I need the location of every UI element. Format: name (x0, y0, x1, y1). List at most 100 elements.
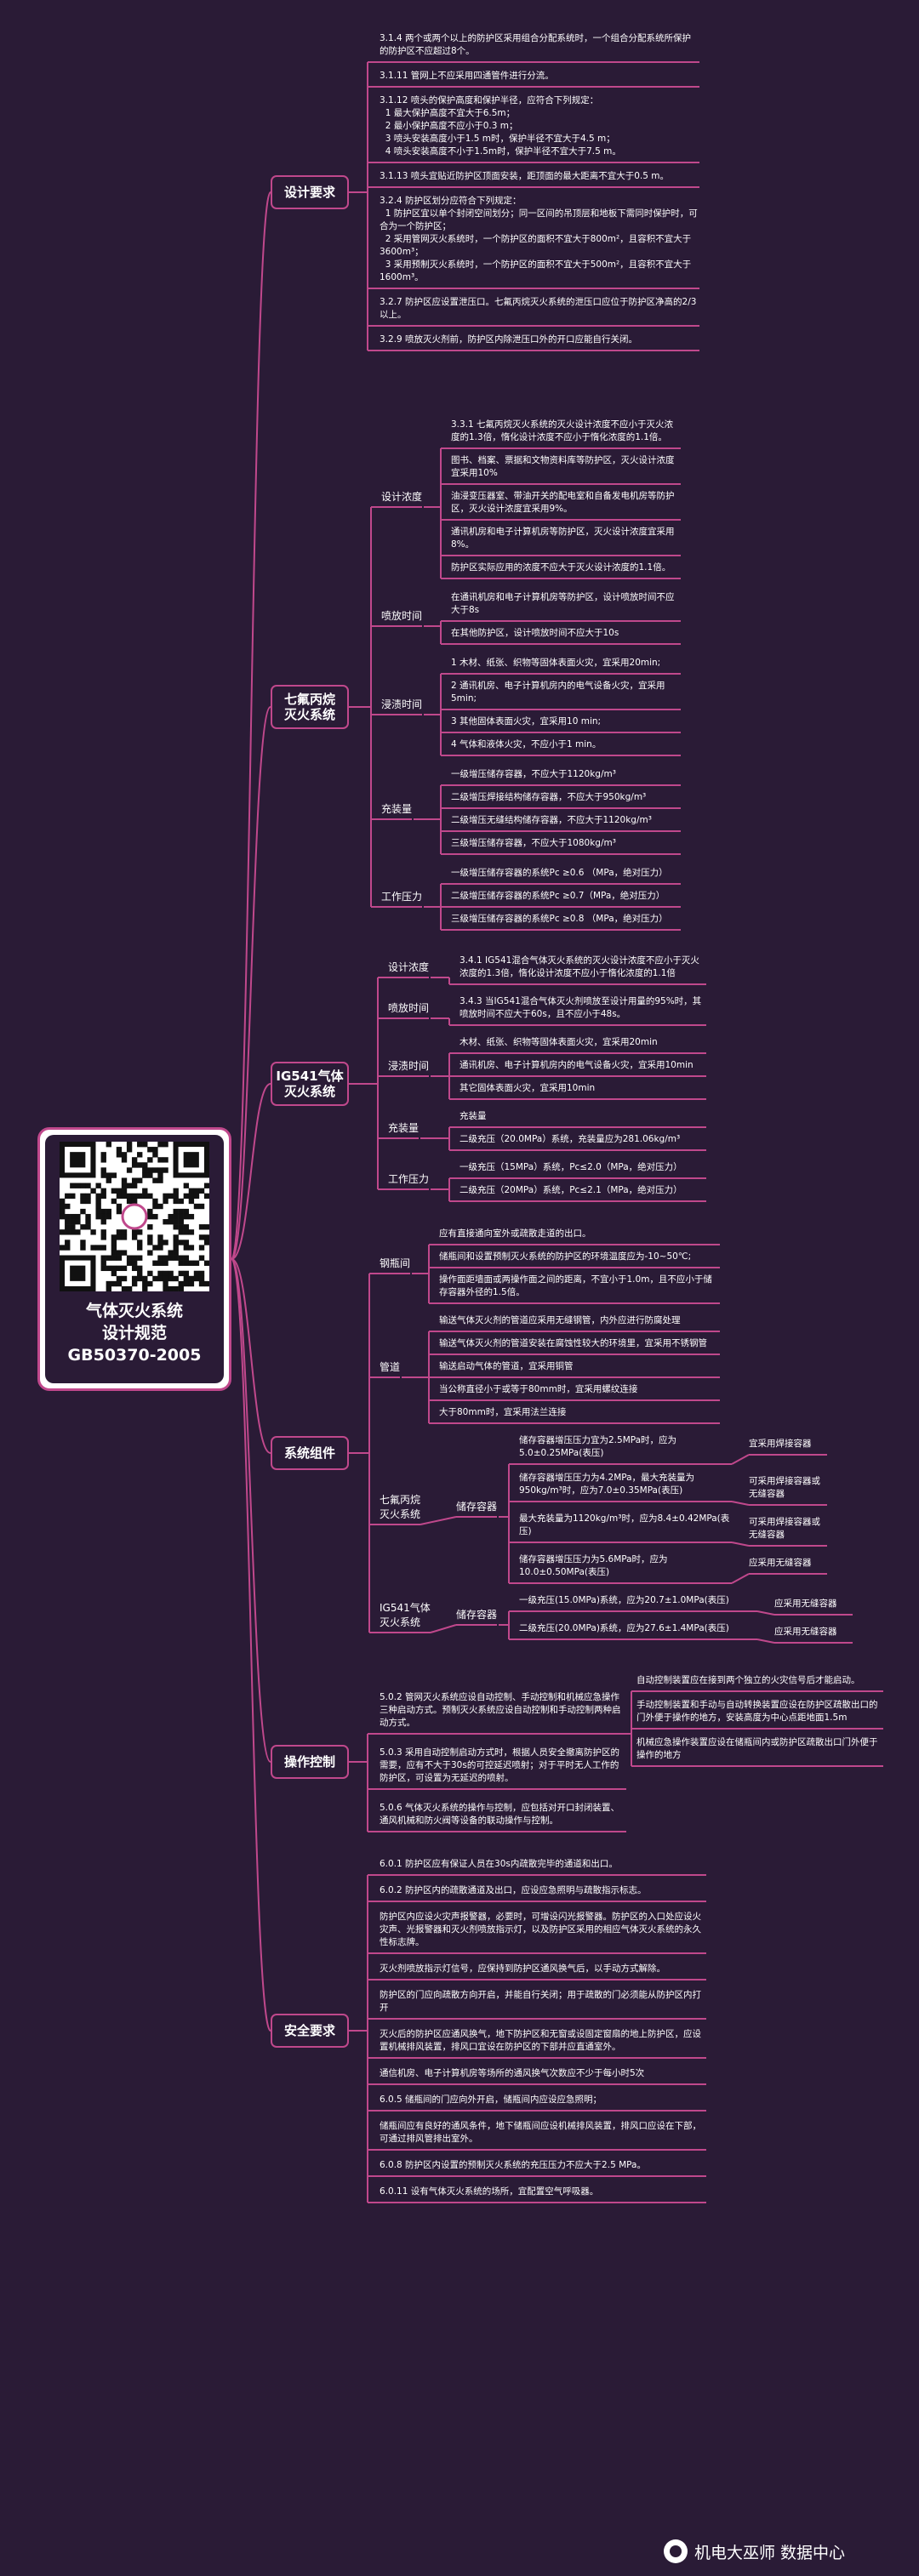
comp-hfc-note-0: 宜采用焊接容器 (749, 1438, 827, 1456)
hfc-conc-0: 3.3.1 七氟丙烷灭火系统的灭火设计浓度不应小于灭火浓度的1.3倍，惰化设计浓… (451, 419, 681, 449)
hfc-press-label: 工作压力 (381, 889, 423, 908)
comp-ig-store: 储存容器 (456, 1607, 498, 1626)
comp-pipe-1: 输送气体灭火剂的管道安装在腐蚀性较大的环境里，宜采用不锈钢管 (439, 1337, 720, 1355)
comp-hfc-label: 七氟丙烷灭火系统 (380, 1492, 421, 1525)
design-item-3: 3.1.13 喷头宜贴近防护区顶面安装，距顶面的最大距离不宜大于0.5 m。 (380, 170, 699, 188)
comp-ig-note-0: 应采用无缝容器 (774, 1598, 853, 1616)
safe-item-9: 6.0.8 防护区内设置的预制灭火系统的充压压力不应大于2.5 MPa。 (380, 2159, 706, 2177)
hfc-fill-0: 一级增压储存容器，不应大于1120kg/m³ (451, 768, 681, 786)
comp-hfc-item-2: 最大充装量为1120kg/m³时，应为8.4±0.42MPa(表压) (519, 1513, 732, 1543)
ig-fill-label: 充装量 (388, 1120, 420, 1139)
hfc-soak-1: 2 通讯机房、电子计算机房内的电气设备火灾，宜采用5min; (451, 680, 681, 710)
ctrl-item-0: 5.0.2 管网灭火系统应设自动控制、手动控制和机械应急操作三种启动方式。预制灭… (380, 1691, 626, 1735)
ig-fill-0: 充装量 (460, 1110, 706, 1128)
safe-item-4: 防护区的门应向疏散方向开启，并能自行关闭；用于疏散的门必须能从防护区内打开 (380, 1989, 706, 2020)
safe-item-5: 灭火后的防护区应通风换气，地下防护区和无窗或设固定窗扇的地上防护区，应设置机械排… (380, 2028, 706, 2059)
category-components[interactable]: 系统组件 (271, 1436, 349, 1470)
ig-press-0: 一级充压（15MPa）系统，Pc≤2.0（MPa，绝对压力） (460, 1161, 706, 1179)
design-item-5: 3.2.7 防护区应设置泄压口。七氟丙烷灭火系统的泄压口应位于防护区净高的2/3… (380, 296, 699, 327)
hfc-conc-4: 防护区实际应用的浓度不应大于灭火设计浓度的1.1倍。 (451, 561, 681, 579)
hfc-time-1: 在其他防护区，设计喷放时间不应大于10s (451, 627, 681, 645)
safe-item-7: 6.0.5 储瓶间的门应向外开启，储瓶间内应设应急照明； (380, 2094, 706, 2112)
category-ig541-label: IG541气体 (276, 1069, 344, 1084)
hfc-soak-0: 1 木材、纸张、织物等固体表面火灾，宜采用20min; (451, 657, 681, 675)
comp-ig-note-1: 应采用无缝容器 (774, 1626, 853, 1644)
comp-pipe-2: 输送启动气体的管道，宜采用铜管 (439, 1360, 720, 1378)
hfc-conc-1: 图书、档案、票据和文物资料库等防护区，灭火设计浓度宜采用10% (451, 454, 681, 485)
comp-valve-2: 操作面距墙面或两操作面之间的距离，不宜小于1.0m，且不应小于储存容器外径的1.… (439, 1274, 720, 1304)
safe-item-6: 通信机房、电子计算机房等场所的通风换气次数应不少于每小时5次 (380, 2067, 706, 2085)
safe-item-0: 6.0.1 防护区应有保证人员在30s内疏散完毕的通道和出口。 (380, 1858, 706, 1876)
hfc-fill-label: 充装量 (381, 801, 413, 820)
category-ig541[interactable]: IG541气体灭火系统 (271, 1062, 349, 1106)
comp-ig-label: IG541气体灭火系统 (380, 1600, 431, 1633)
ig-press-label: 工作压力 (388, 1171, 430, 1190)
watermark: 机电大巫师 数据中心 (664, 2539, 845, 2563)
comp-hfc-item-0: 储存容器增压压力宜为2.5MPa时，应为5.0±0.25MPa(表压) (519, 1434, 732, 1465)
ig-time-0: 3.4.3 当IG541混合气体灭火剂喷放至设计用量的95%时，其喷放时间不应大… (460, 995, 706, 1026)
qr-pattern (59, 1141, 210, 1292)
category-hfc-label: 七氟丙烷 (283, 692, 335, 707)
hfc-time-0: 在通讯机房和电子计算机房等防护区，设计喷放时间不应大于8s (451, 591, 681, 622)
hfc-soak-label: 浸渍时间 (381, 697, 423, 715)
safe-item-10: 6.0.11 设有气体灭火系统的场所，宜配置空气呼吸器。 (380, 2186, 706, 2203)
ig-conc-label: 设计浓度 (388, 960, 430, 978)
comp-pipe-0: 输送气体灭火剂的管道应采用无缝钢管，内外应进行防腐处理 (439, 1314, 720, 1332)
comp-hfc-store: 储存容器 (456, 1499, 498, 1518)
hfc-time-label: 喷放时间 (381, 608, 423, 627)
design-item-1: 3.1.11 管网上不应采用四通管件进行分流。 (380, 70, 699, 88)
comp-hfc-label-line2: 灭火系统 (380, 1508, 421, 1520)
design-item-6: 3.2.9 喷放灭火剂前，防护区内除泄压口外的开口应能自行关闭。 (380, 333, 699, 351)
category-hfc[interactable]: 七氟丙烷灭火系统 (271, 685, 349, 729)
comp-hfc-note-1: 可采用焊接容器或无缝容器 (749, 1475, 827, 1506)
comp-valve-1: 储瓶间和设置预制灭火系统的防护区的环境温度应为-10~50℃; (439, 1251, 720, 1268)
ig-soak-0: 木材、纸张、织物等固体表面火灾，宜采用20min (460, 1036, 706, 1054)
ig-soak-1: 通讯机房、电子计算机房内的电气设备火灾，宜采用10min (460, 1059, 706, 1077)
comp-hfc-label-line1: 七氟丙烷 (380, 1494, 421, 1506)
ctrl-sub-2: 机械应急操作装置应设在储瓶间内或防护区疏散出口门外便于操作的地方 (636, 1736, 883, 1767)
watermark-text: 机电大巫师 数据中心 (694, 2543, 846, 2562)
root-title-line3: GB50370-2005 (67, 1346, 202, 1365)
ig-soak-2: 其它固体表面火灾，宜采用10min (460, 1082, 706, 1100)
category-components-label: 系统组件 (283, 1445, 335, 1461)
comp-hfc-note-3: 应采用无缝容器 (749, 1557, 827, 1575)
safe-item-2: 防护区内应设火灾声报警器，必要时，可增设闪光报警器。防护区的入口处应设火灾声、光… (380, 1911, 706, 1954)
design-item-2: 3.1.12 喷头的保护高度和保护半径，应符合下列规定： 1 最大保护高度不宜大… (380, 94, 699, 163)
category-control[interactable]: 操作控制 (271, 1745, 349, 1779)
hfc-fill-1: 二级增压焊接结构储存容器，不应大于950kg/m³ (451, 791, 681, 809)
ctrl-sub-1: 手动控制装置和手动与自动转换装置应设在防护区疏散出口的门外便于操作的地方，安装高… (636, 1699, 883, 1730)
hfc-conc-3: 通讯机房和电子计算机房等防护区，灭火设计浓度宜采用8%。 (451, 526, 681, 556)
category-safety[interactable]: 安全要求 (271, 2014, 349, 2048)
comp-hfc-item-3: 储存容器增压压力为5.6MPa时，应为10.0±0.50MPa(表压) (519, 1553, 732, 1584)
root-title-line2: 设计规范 (101, 1324, 167, 1342)
hfc-conc-label: 设计浓度 (381, 489, 423, 508)
design-item-4: 3.2.4 防护区划分应符合下列规定： 1 防护区宜以单个封闭空间划分；同一区间… (380, 195, 699, 289)
root-title-line1: 气体灭火系统 (85, 1302, 183, 1320)
comp-ig-label-line1: IG541气体 (380, 1602, 431, 1614)
hfc-soak-2: 3 其他固体表面火灾，宜采用10 min; (451, 715, 681, 733)
hfc-conc-2: 油浸变压器室、带油开关的配电室和自备发电机房等防护区，灭火设计浓度宜采用9%。 (451, 490, 681, 521)
ig-conc-0: 3.4.1 IG541混合气体灭火系统的灭火设计浓度不应小于灭火浓度的1.3倍，… (460, 955, 706, 985)
safe-item-3: 灭火剂喷放指示灯信号，应保持到防护区通风换气后，以手动方式解除。 (380, 1963, 706, 1980)
design-item-0: 3.1.4 两个或两个以上的防护区采用组合分配系统时，一个组合分配系统所保护的防… (380, 32, 699, 63)
ctrl-sub-0: 自动控制装置应在接到两个独立的火灾信号后才能启动。 (636, 1674, 883, 1692)
category-design-label: 设计要求 (283, 185, 335, 200)
comp-ig-label-line2: 灭火系统 (380, 1616, 421, 1628)
hfc-press-0: 一级增压储存容器的系统Pc ≥0.6 （MPa，绝对压力） (451, 867, 681, 885)
category-control-label: 操作控制 (283, 1754, 335, 1770)
hfc-press-1: 二级增压储存容器的系统Pc ≥0.7（MPa，绝对压力） (451, 890, 681, 908)
category-design[interactable]: 设计要求 (271, 175, 349, 209)
root-card: 气体灭火系统 设计规范 GB50370-2005 (37, 1127, 231, 1391)
qr-code[interactable] (59, 1141, 210, 1292)
ig-press-1: 二级充压（20MPa）系统，Pc≤2.1（MPa，绝对压力） (460, 1184, 706, 1202)
comp-hfc-note-2: 可采用焊接容器或无缝容器 (749, 1516, 827, 1547)
ctrl-item-1: 5.0.3 采用自动控制启动方式时，根据人员安全撤离防护区的需要，应有不大于30… (380, 1747, 626, 1790)
comp-ig-item-0: 一级充压(15.0MPa)系统，应为20.7±1.0MPa(表压) (519, 1594, 757, 1612)
safe-item-8: 储瓶间应有良好的通风条件，地下储瓶间应设机械排风装置，排风口应设在下部，可通过排… (380, 2120, 706, 2151)
comp-pipe-3: 当公称直径小于或等于80mm时，宜采用螺纹连接 (439, 1383, 720, 1401)
ig-soak-label: 浸渍时间 (388, 1058, 430, 1077)
ig-time-label: 喷放时间 (388, 1000, 430, 1019)
comp-ig-item-1: 二级充压(20.0MPa)系统，应为27.6±1.4MPa(表压) (519, 1622, 757, 1640)
hfc-fill-2: 二级增压无缝结构储存容器，不应大于1120kg/m³ (451, 814, 681, 832)
